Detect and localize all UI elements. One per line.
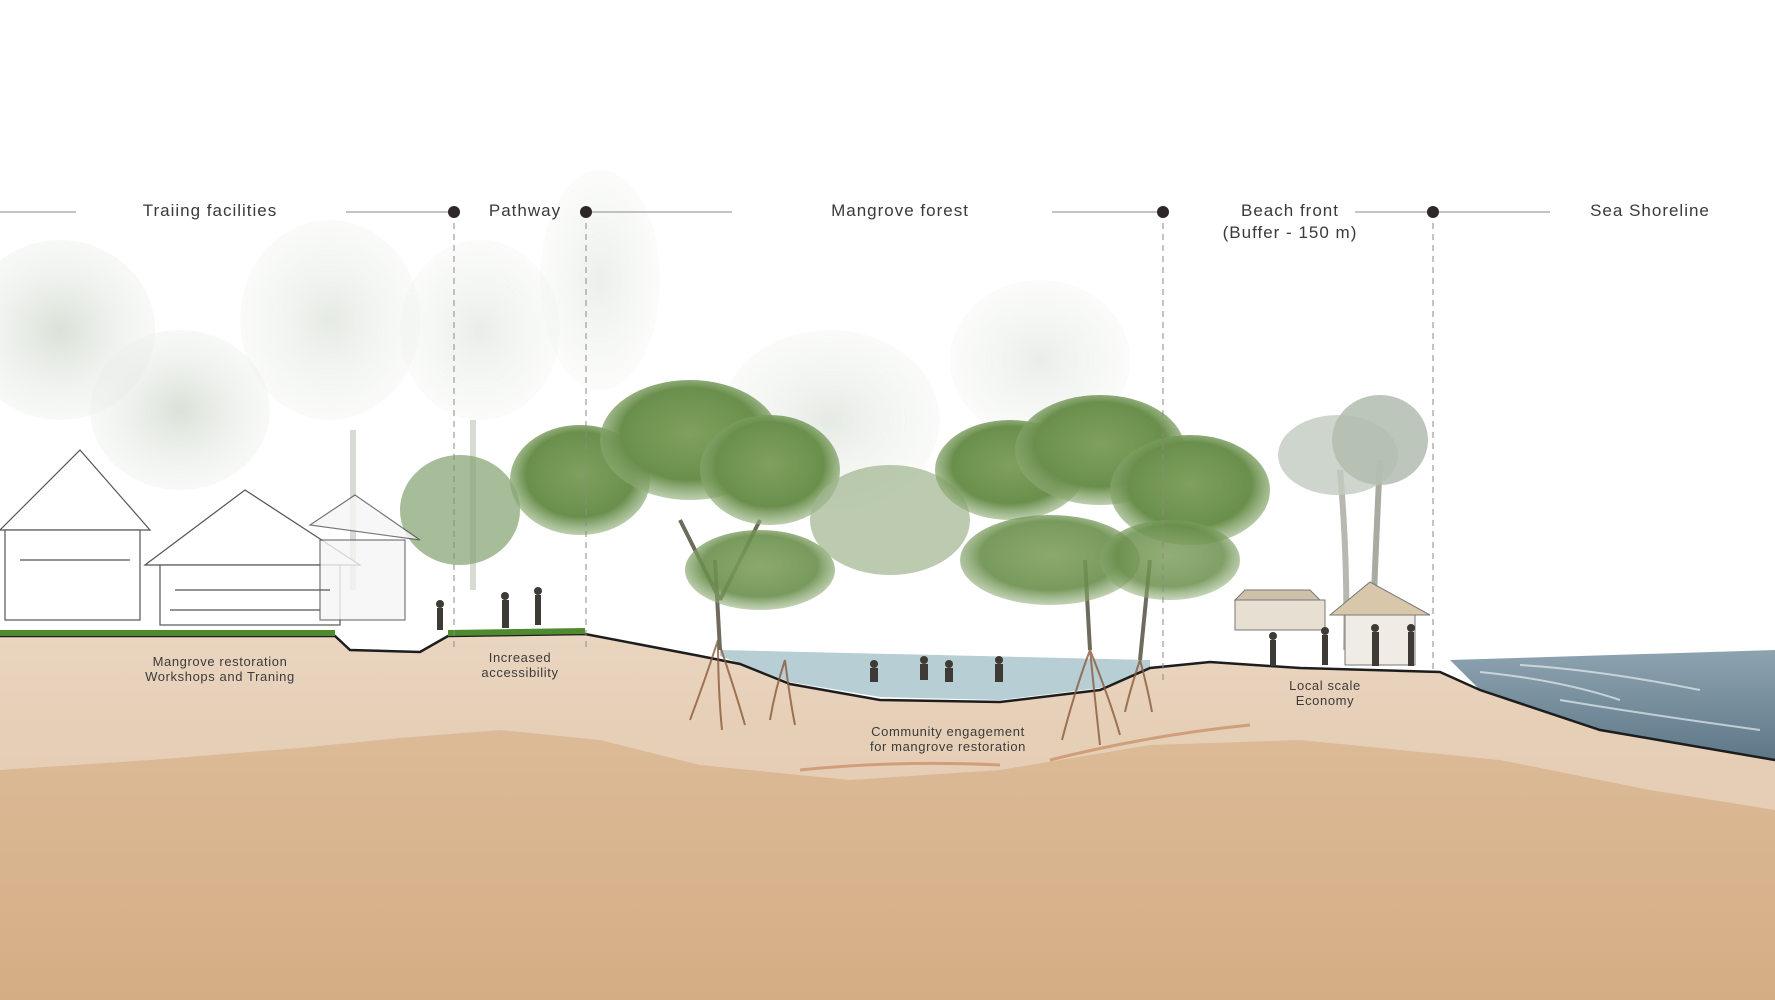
sea	[1450, 650, 1775, 760]
zone-label-mangrove: Mangrove forest	[831, 201, 969, 220]
zone-label-pathway: Pathway	[488, 201, 562, 220]
annotation-access-line2: accessibility	[481, 665, 559, 680]
training-huts	[0, 449, 421, 626]
annotation-workshops-line2: Workshops and Traning	[145, 669, 295, 684]
annotation-access: Increased accessibility	[470, 650, 570, 680]
annotation-workshops: Mangrove restoration Workshops and Trani…	[120, 654, 320, 684]
annotation-economy-line1: Local scale	[1289, 678, 1361, 693]
zone-label-shoreline: Sea Shoreline	[1590, 201, 1710, 220]
annotation-workshops-line1: Mangrove restoration	[152, 654, 288, 669]
annotation-community-line2: for mangrove restoration	[869, 739, 1027, 754]
annotation-economy-line2: Economy	[1295, 693, 1355, 708]
zone-label-training: Traiing facilities	[142, 201, 278, 220]
beach-label-line2: (Buffer - 150 m)	[1222, 223, 1358, 242]
ground-line	[0, 632, 1775, 762]
zone-guides	[0, 211, 1550, 680]
people	[436, 587, 1415, 682]
beach-label-line1: Beach front	[1241, 201, 1339, 220]
mangrove-roots	[689, 639, 1251, 772]
annotation-economy: Local scale Economy	[1270, 678, 1380, 708]
topsoil-layer	[0, 634, 1775, 810]
annotation-community: Community engagement for mangrove restor…	[848, 724, 1048, 754]
annotation-community-line1: Community engagement	[871, 724, 1025, 739]
beach-stalls	[1233, 581, 1431, 666]
zone-label-beach: Beach front (Buffer - 150 m)	[1215, 200, 1365, 244]
annotation-access-line1: Increased	[488, 650, 552, 665]
mangrove-trees	[400, 380, 1270, 661]
zone-markers	[448, 206, 1439, 218]
background-trees	[0, 170, 1130, 590]
palm-trees	[1278, 395, 1428, 651]
grass-strip	[0, 628, 585, 636]
mangrove-water	[720, 650, 1150, 700]
